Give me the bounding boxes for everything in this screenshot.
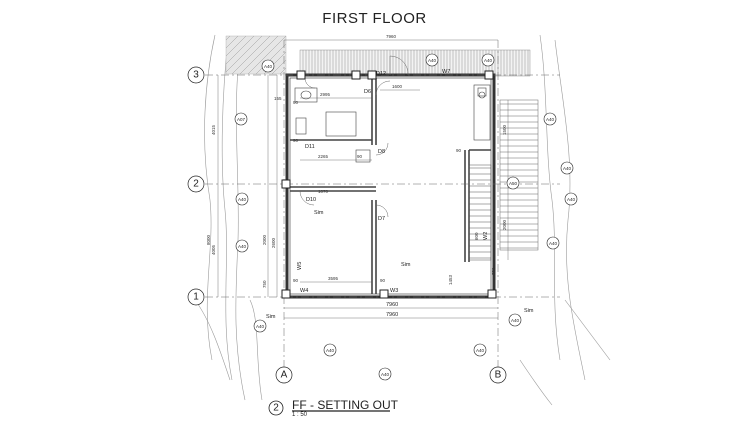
- section-tag-a40-6: A40: [238, 197, 247, 202]
- dim-left-4015: 4015: [211, 124, 216, 135]
- label-w3: W3: [390, 288, 398, 294]
- dim-1070: 1070: [318, 189, 329, 194]
- dim-bottom-1: 7960: [386, 302, 398, 308]
- grid-bubbles: [187, 66, 507, 384]
- label-d6: D6: [364, 89, 371, 95]
- section-tag-a40-13: A40: [476, 348, 485, 353]
- dim-90-e: 90: [380, 278, 386, 283]
- label-d10: D10: [306, 197, 316, 203]
- internal-walls: [290, 78, 491, 294]
- dim-155: 155: [274, 96, 282, 101]
- sim-label-3: Sim: [266, 314, 276, 320]
- staircase: [468, 164, 492, 261]
- dim-90-c: 90: [357, 154, 363, 159]
- deck-boards: [299, 49, 531, 77]
- grid-label-row-2: 2: [193, 179, 199, 190]
- section-tag-a40-9: A40: [549, 241, 558, 246]
- label-d12: D12: [376, 71, 386, 77]
- label-w4: W4: [300, 288, 308, 294]
- dim-right-2000: 2000: [502, 219, 507, 230]
- view-title: FF - SETTING OUT: [292, 398, 398, 412]
- label-d7: D7: [378, 216, 385, 222]
- section-tag-a40-7: A40: [567, 197, 576, 202]
- grid-label-row-3: 3: [193, 70, 199, 81]
- dim-right-1500: 1500: [502, 124, 507, 135]
- label-w7: W7: [442, 69, 450, 75]
- structural-columns: [281, 70, 497, 299]
- stair-treads: [469, 167, 491, 259]
- section-tag-a40-8: A40: [238, 244, 247, 249]
- sim-label-4: Sim: [524, 308, 534, 314]
- section-tag-a40-1: A40: [264, 64, 273, 69]
- label-d8: D8: [378, 149, 385, 155]
- dim-right-750: 750: [491, 267, 496, 275]
- section-tag-a40-4: A40: [546, 117, 555, 122]
- dim-90-d: 90: [293, 278, 299, 283]
- view-scale: 1 : 50: [292, 412, 308, 418]
- terrace-hatch: [225, 35, 287, 75]
- dim-left-750: 750: [262, 280, 267, 288]
- section-tag-a07: A07: [237, 117, 246, 122]
- sim-label-2: Sim: [401, 262, 411, 268]
- door-swings: [299, 55, 409, 218]
- section-tag-a40-14: A40: [381, 372, 390, 377]
- terrain-contours: [194, 34, 611, 406]
- section-tag-a40-11: A40: [511, 318, 520, 323]
- label-w2: W2: [483, 232, 489, 240]
- dim-2265: 2265: [318, 154, 329, 159]
- dim-left-4005: 4005: [211, 244, 216, 255]
- footer-view-number: 2: [273, 403, 279, 414]
- section-tag-a40-12: A40: [326, 348, 335, 353]
- section-tag-a50: A50: [509, 181, 518, 186]
- dim-right-600: 600: [474, 232, 479, 240]
- dim-bottom-2: 7960: [386, 312, 398, 318]
- grid-label-row-1: 1: [193, 292, 199, 303]
- sim-label-1: Sim: [314, 210, 324, 216]
- kitchen-fixtures: [473, 84, 491, 141]
- footer-view-marker: [268, 400, 284, 416]
- section-tag-a40-3: A40: [484, 58, 493, 63]
- drawing-title: FIRST FLOOR: [322, 10, 427, 27]
- dim-90-f: 90: [456, 148, 462, 153]
- dim-1600: 1600: [392, 84, 403, 89]
- bathroom-fixtures: [294, 87, 371, 163]
- dim-2995: 2995: [320, 92, 331, 97]
- label-d11: D11: [305, 144, 315, 150]
- section-tag-a40-2: A40: [428, 58, 437, 63]
- dim-left-8000: 8000: [206, 234, 211, 245]
- dim-top-overall: 7960: [386, 34, 397, 39]
- section-markers: [234, 53, 578, 381]
- label-w5: W5: [297, 262, 303, 270]
- dim-right-1453: 1453: [448, 274, 453, 285]
- dim-3595: 3595: [328, 276, 339, 281]
- section-tag-a40-5: A40: [563, 166, 572, 171]
- dim-left-2000: 2000: [262, 234, 267, 245]
- dim-90-a: 90: [293, 100, 299, 105]
- grid-label-col-b: B: [495, 370, 502, 381]
- grid-lines: [205, 40, 560, 368]
- dim-90-b: 90: [293, 138, 299, 143]
- section-tag-a40-10: A40: [256, 324, 265, 329]
- external-walls: [285, 73, 496, 299]
- dim-left-2600: 2600: [271, 237, 276, 248]
- grid-label-col-a: A: [281, 370, 288, 381]
